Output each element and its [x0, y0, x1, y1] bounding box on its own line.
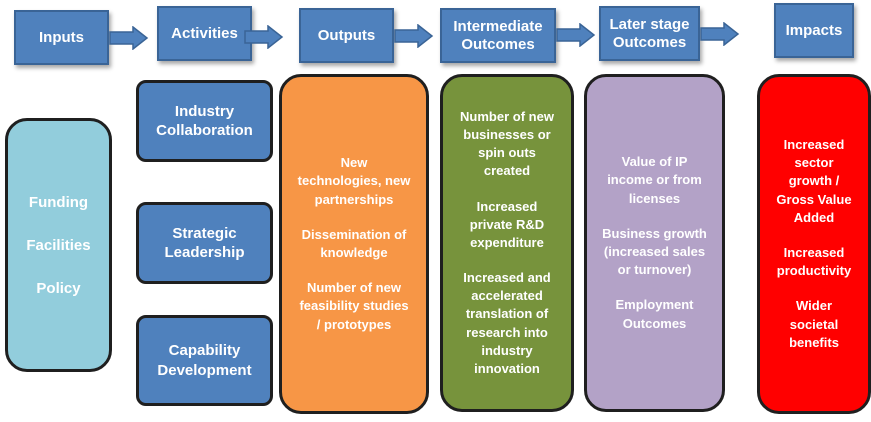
inputs-item: Funding: [28, 193, 89, 211]
activity-capability-development: Capability Development: [136, 315, 273, 406]
header-later-line2: Outcomes: [612, 33, 687, 51]
arrow-right-icon: [244, 25, 284, 49]
header-activities-label: Activities: [171, 24, 238, 42]
later-item: Business growth (increased sales or turn…: [602, 225, 707, 278]
header-later-stage-outcomes: Later stage Outcomes: [599, 6, 700, 61]
activity-label: Strategic: [172, 224, 237, 242]
header-outputs: Outputs: [299, 8, 394, 63]
impacts-item: Increased productivity: [776, 245, 852, 279]
outputs-item: Dissemination of knowledge: [301, 226, 407, 260]
arrow-right-icon: [700, 22, 740, 46]
header-outputs-label: Outputs: [317, 26, 376, 44]
later-stage-outcomes-box: Value of IP income or from licenses Busi…: [584, 74, 725, 412]
inputs-item: Facilities: [26, 236, 91, 254]
header-intermediate-line2: Outcomes: [461, 35, 535, 53]
header-impacts: Impacts: [774, 3, 854, 58]
header-activities: Activities: [157, 6, 252, 61]
outputs-item: New technologies, new partnerships: [297, 155, 411, 207]
activity-label: Leadership: [164, 244, 245, 261]
inputs-item: Policy: [36, 279, 81, 297]
header-inputs: Inputs: [14, 10, 109, 65]
arrow-right-icon: [394, 24, 434, 48]
impacts-item: Wider societal benefits: [789, 298, 839, 350]
outputs-box: New technologies, new partnerships Disse…: [279, 74, 429, 414]
impacts-item: Increased sector growth / Gross Value Ad…: [776, 137, 852, 225]
intermediate-item: Increased and accelerated translation of…: [463, 270, 551, 377]
intermediate-item: Number of new businesses or spin outs cr…: [460, 108, 554, 179]
intermediate-outcomes-box: Number of new businesses or spin outs cr…: [440, 74, 574, 412]
later-item: Employment Outcomes: [615, 297, 694, 331]
later-item: Value of IP income or from licenses: [607, 154, 702, 206]
activity-label: Collaboration: [156, 122, 253, 139]
header-intermediate-outcomes: Intermediate Outcomes: [440, 8, 556, 63]
impacts-box: Increased sector growth / Gross Value Ad…: [757, 74, 871, 414]
header-later-line1: Later stage: [609, 15, 690, 33]
activity-strategic-leadership: Strategic Leadership: [136, 202, 273, 284]
activity-label: Capability: [168, 342, 241, 359]
activity-industry-collaboration: Industry Collaboration: [136, 80, 273, 162]
activity-label: Development: [157, 361, 252, 379]
arrow-right-icon: [109, 26, 149, 50]
arrow-right-icon: [556, 23, 596, 47]
activity-label: Industry: [174, 102, 235, 120]
inputs-box: Funding Facilities Policy: [5, 118, 112, 372]
outputs-item: Number of new feasibility studies / prot…: [299, 280, 409, 332]
intermediate-item: Increased private R&D expenditure: [469, 198, 545, 250]
header-impacts-label: Impacts: [785, 21, 843, 39]
header-intermediate-line1: Intermediate: [453, 17, 543, 35]
header-inputs-label: Inputs: [39, 28, 84, 46]
